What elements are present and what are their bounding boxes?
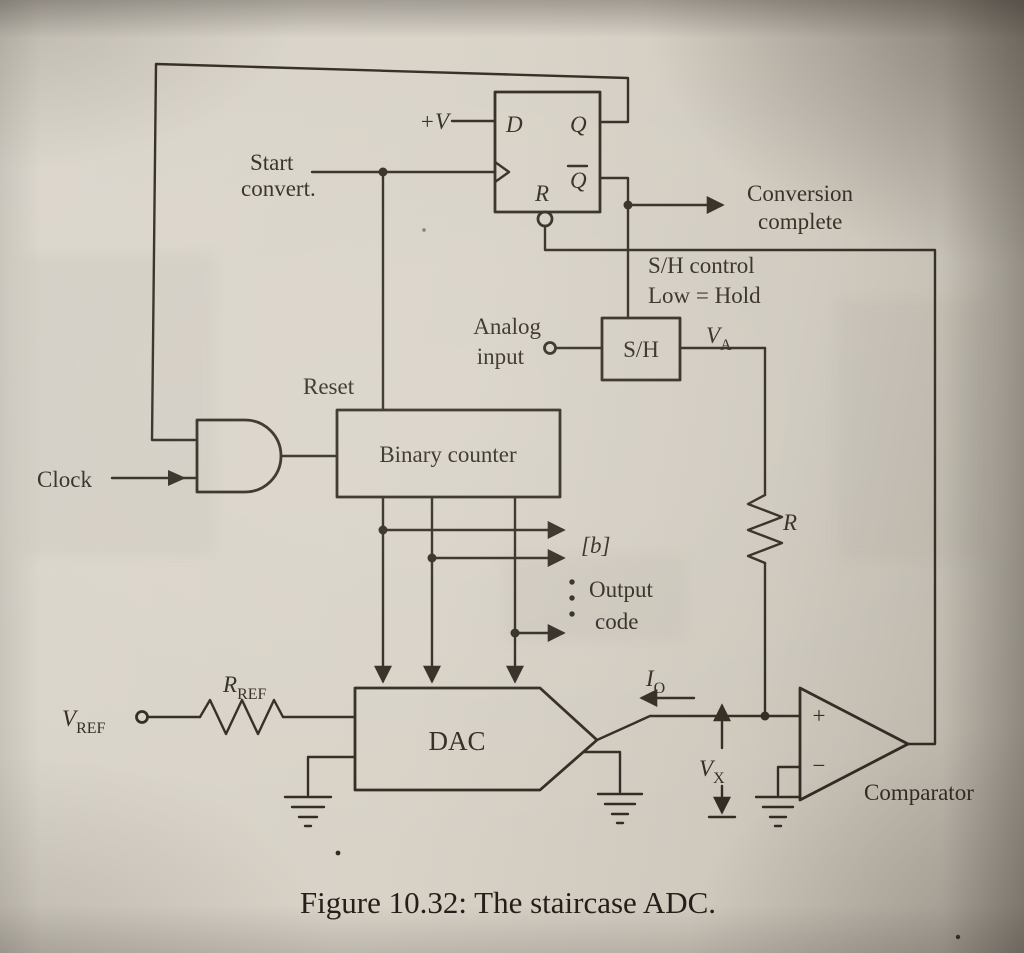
dac-label: DAC <box>428 726 485 756</box>
rref-resistor-icon <box>198 698 285 736</box>
sh-block-label: S/H <box>623 337 659 362</box>
analog-input-label-line2: input <box>477 344 525 369</box>
wire-dac-output <box>595 714 802 742</box>
binary-counter-label: Binary counter <box>379 442 517 467</box>
plus-v-label: +V <box>419 109 452 134</box>
ground-symbol-left-icon <box>283 795 333 828</box>
bus-width-label: [b] <box>581 533 610 558</box>
io-label: IO <box>645 666 665 697</box>
junction-dot <box>378 525 388 535</box>
reset-label: Reset <box>303 374 355 399</box>
ff-qbar-label: Q <box>570 168 587 193</box>
vref-terminal-icon <box>135 710 149 724</box>
start-convert-label-line1: Start <box>250 150 294 175</box>
wire-dac-ground-left <box>306 755 357 797</box>
clock-arrowhead-icon <box>168 470 186 486</box>
wire-qbar <box>598 176 630 207</box>
flipflop-reset-bubble-icon <box>536 210 554 228</box>
junction-dot <box>623 200 633 210</box>
ink-speck <box>955 934 961 940</box>
ink-speck <box>335 850 341 856</box>
and-gate <box>195 418 283 494</box>
sh-control-label-line1: S/H control <box>648 253 755 278</box>
output-code-label-line2: code <box>595 609 638 634</box>
bus-ellipsis-icon <box>569 579 575 617</box>
flipflop-clock-wedge-icon <box>493 160 511 184</box>
output-code-label-line1: Output <box>589 577 654 602</box>
junction-dot <box>427 553 437 563</box>
analog-input-label-line1: Analog <box>473 314 541 339</box>
ground-symbol-middle-icon <box>596 792 644 825</box>
comparator-minus-label: − <box>813 753 826 778</box>
ink-speck <box>422 228 426 232</box>
junction-dot <box>760 711 770 721</box>
ff-d-label: D <box>505 112 523 137</box>
comparator-label: Comparator <box>864 780 974 805</box>
r-label: R <box>782 510 797 535</box>
wire-dac-ground-right <box>582 750 622 794</box>
conversion-complete-label-line2: complete <box>758 209 842 234</box>
sh-control-label-line2: Low = Hold <box>648 283 761 308</box>
vref-label: VREF <box>62 706 106 737</box>
rref-label: RREF <box>222 672 267 703</box>
figure-caption: Figure 10.32: The staircase ADC. <box>300 885 716 920</box>
wire-q-to-and-gate <box>150 62 630 442</box>
clock-label: Clock <box>37 467 92 492</box>
junction-dot <box>510 628 520 638</box>
va-label: VA <box>706 323 732 354</box>
ff-q-label: Q <box>570 112 587 137</box>
ground-symbol-comparator-icon <box>754 795 802 828</box>
start-convert-label-line2: convert. <box>241 176 316 201</box>
r-resistor-icon <box>746 493 784 565</box>
analog-input-terminal-icon <box>543 341 557 355</box>
ff-r-label: R <box>534 181 549 206</box>
conversion-complete-label-line1: Conversion <box>747 181 854 206</box>
wire-comp-minus-to-ground <box>776 765 802 797</box>
comparator-plus-label: + <box>813 703 826 728</box>
junction-dot <box>378 167 388 177</box>
vx-label: VX <box>699 756 725 787</box>
